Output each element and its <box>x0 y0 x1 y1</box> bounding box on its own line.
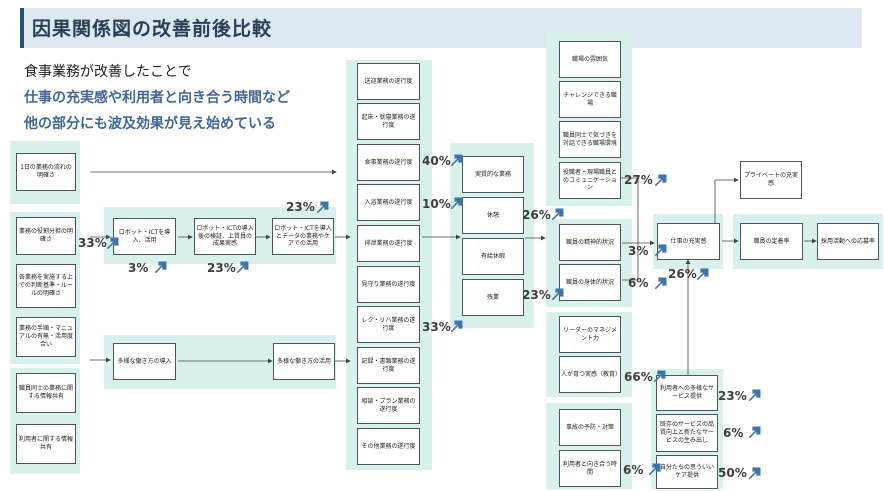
pct-fulfillment: 26% <box>668 267 697 281</box>
pct-diverse-service: 23% <box>718 389 747 403</box>
up-arrow-icon <box>551 288 564 301</box>
node-manual: 業務の手順・マニュアルの有無・活用度合い <box>16 317 76 357</box>
node-desired-care: 自分たちの思ういいケア提供 <box>656 455 718 489</box>
page-title: 因果関係図の改善前後比較 <box>32 18 273 40</box>
node-record-progress: 記録・書類業務の遂行度 <box>357 347 420 384</box>
node-diverse-intro: 多様な働き方の導入 <box>113 343 176 380</box>
up-arrow-icon <box>748 389 761 402</box>
intro-line-2: 仕事の充実感や利用者と向き合う時間など <box>24 90 290 106</box>
node-physical: 職員の身体的状況 <box>559 264 621 301</box>
pct-robot-review: 23% <box>207 261 236 275</box>
node-role-clarity: 業務の役割分担の明確さ <box>16 217 76 255</box>
pct-robot-data: 23% <box>286 200 315 214</box>
node-retention: 職員の定着率 <box>740 223 803 260</box>
up-arrow-icon <box>654 174 667 187</box>
node-diverse-use: 多様な働き方の活用 <box>273 343 335 380</box>
pct-mental: 3% <box>628 244 649 258</box>
title-accent-bar <box>20 8 24 48</box>
up-arrow-icon <box>106 237 119 250</box>
node-user-info-sharing: 利用者に関する情報共有 <box>16 424 76 464</box>
up-arrow-icon <box>450 154 463 167</box>
pct-break: 26% <box>522 208 551 222</box>
up-arrow-icon <box>748 467 761 480</box>
up-arrow-icon <box>236 261 249 274</box>
up-arrow-icon <box>654 277 667 290</box>
node-meal-progress: 食事業務の遂行度 <box>357 144 420 181</box>
up-arrow-icon <box>648 463 661 476</box>
node-excretion-progress: 排泄業務の遂行度 <box>357 225 420 262</box>
up-arrow-icon <box>653 370 666 383</box>
pct-meal: 40% <box>422 154 451 168</box>
node-substantive: 実質的な業務 <box>462 156 524 193</box>
node-leader: リーダーのマネジメント力 <box>559 316 621 353</box>
pct-robot-intro: 3% <box>128 261 149 275</box>
pct-physical: 6% <box>628 276 649 290</box>
node-service-quality: 既存のサービスの品質向上と新たなサービスの生み出し <box>656 414 718 452</box>
pct-service-quality: 6% <box>723 426 744 440</box>
node-wake-progress: 起床・就寝業務の遂行度 <box>357 103 420 140</box>
node-robot-review: ロボット・ICTの導入後の検証、上質員の成果実感 <box>194 218 256 255</box>
node-info-sharing: 職員同士の業務に関する情報共有 <box>16 373 76 413</box>
node-break: 休憩 <box>462 197 524 234</box>
node-watch-progress: 見守り業務の遂行度 <box>357 266 420 303</box>
intro-line-3: 他の部分にも波及効果が見え始めている <box>24 116 276 132</box>
node-mutual-care: 職員同士で気づきを対話できる職場環境 <box>559 121 621 158</box>
pct-record: 33% <box>422 320 451 334</box>
node-communication: 役職者・現場職員とのコミュニケーション <box>559 162 621 199</box>
pct-overtime: 23% <box>522 288 551 302</box>
pct-bath: 10% <box>422 197 451 211</box>
title-bar: 因果関係図の改善前後比較 <box>20 8 862 48</box>
pct-communication: 27% <box>624 173 653 187</box>
node-accident: 事故の予防・対策 <box>559 409 621 446</box>
up-arrow-icon <box>450 197 463 210</box>
node-consult-progress: 相談・プラン業務の遂行度 <box>357 387 420 424</box>
node-education: 人が育つ実感（教育） <box>559 356 621 393</box>
up-arrow-icon <box>154 261 167 274</box>
up-arrow-icon <box>450 320 463 333</box>
node-mental: 職員の精神的状況 <box>559 224 621 261</box>
node-rec-progress: レク・リハ業務の遂行度 <box>357 306 420 343</box>
node-fulfillment: 仕事の充実感 <box>657 223 720 260</box>
node-bath-progress: 入浴業務の遂行度 <box>357 184 420 221</box>
pct-user-time: 6% <box>623 463 644 477</box>
up-arrow-icon <box>316 201 329 214</box>
pct-role: 33% <box>78 236 107 250</box>
node-challenge: チャレンジできる職場 <box>559 81 621 118</box>
node-recruit: 採用活動への応募率 <box>817 223 879 260</box>
node-other-progress: その他業務の遂行度 <box>357 428 420 465</box>
node-overtime: 残業 <box>462 279 524 316</box>
node-robot-intro: ロボット・ICTを導入、活用 <box>113 218 176 255</box>
up-arrow-icon <box>654 244 667 257</box>
pct-education: 66% <box>624 370 653 384</box>
node-send-progress: 送迎業務の遂行度 <box>357 63 420 100</box>
node-user-time: 利用者と向き合う時間 <box>559 450 621 487</box>
up-arrow-icon <box>696 268 709 281</box>
node-robot-data: ロボット・ICTを導入とデータの業務やケアでの活用 <box>272 218 334 255</box>
up-arrow-icon <box>551 208 564 221</box>
node-paid-leave: 有給休暇 <box>462 238 524 275</box>
pct-desired-care: 50% <box>718 466 747 480</box>
node-private: プライベートの充実感 <box>740 161 802 199</box>
node-criteria-clarity: 各業務を実施する上での判断基準・ルールの明確さ <box>16 264 76 308</box>
intro-line-1: 食事業務が改善したことで <box>24 64 192 80</box>
node-flow-understanding: 1日の業務の流れの明確さ <box>16 153 76 191</box>
up-arrow-icon <box>748 426 761 439</box>
node-atmosphere: 職場の雰囲気 <box>559 41 621 78</box>
node-diverse-service: 利用者への多様なサービス提供 <box>656 375 718 411</box>
